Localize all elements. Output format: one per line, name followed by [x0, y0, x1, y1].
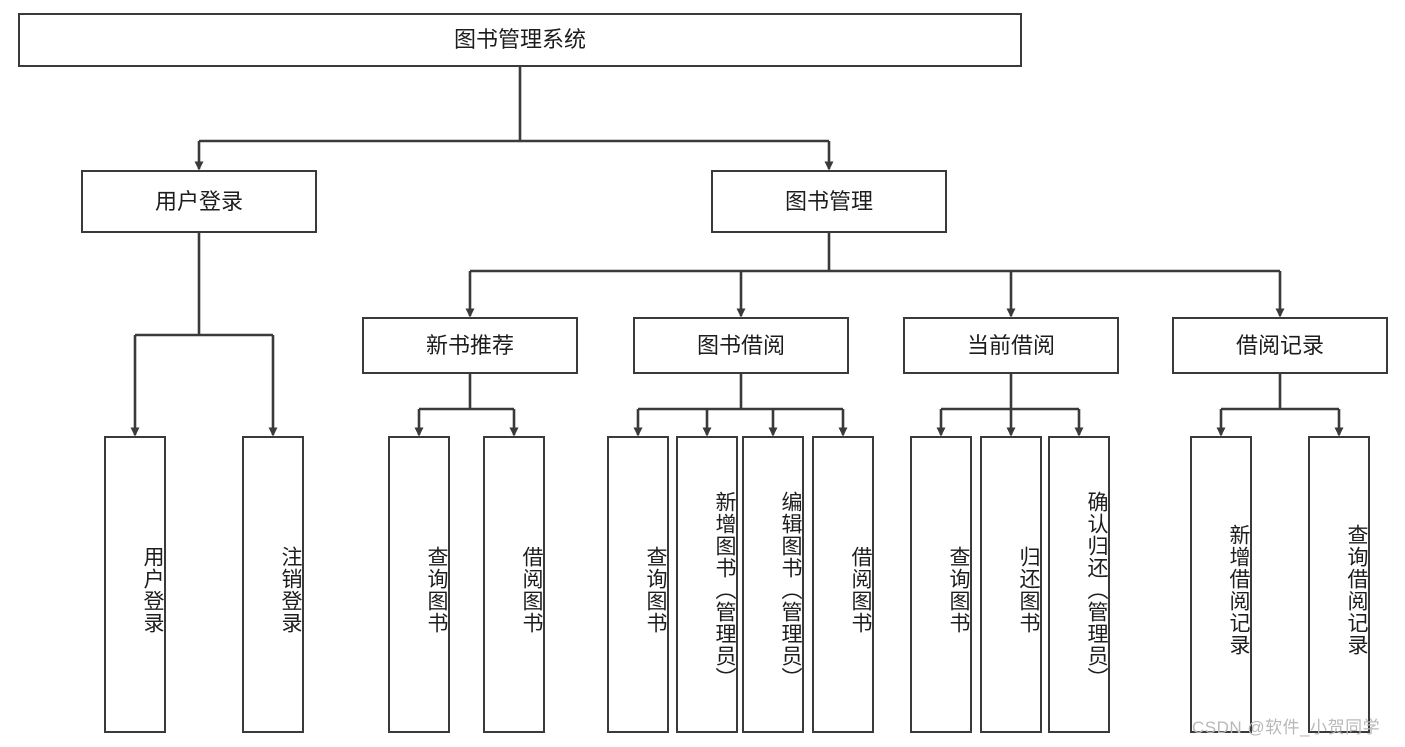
node-label: 图书管理系统	[453, 27, 586, 53]
level3-node-records[interactable]: 借阅记录	[1172, 317, 1388, 374]
level2-node-bookmgmt[interactable]: 图书管理	[711, 170, 947, 233]
node-label: 借阅图书	[520, 545, 543, 634]
node-label: 借阅记录	[1235, 332, 1324, 358]
node-label: 新增图书（管理员）	[713, 490, 736, 689]
leaf-node-leaf-8[interactable]: 借阅图书	[812, 436, 874, 733]
node-label: 图书借阅	[696, 332, 785, 358]
node-label: 查询借阅记录	[1345, 523, 1368, 656]
node-label: 查询图书	[947, 545, 970, 634]
node-label: 查询图书	[644, 545, 667, 634]
leaf-node-leaf-11[interactable]: 确认归还（管理员）	[1048, 436, 1110, 733]
node-label: 图书管理	[784, 188, 873, 214]
level3-node-newbook[interactable]: 新书推荐	[362, 317, 578, 374]
leaf-node-leaf-5[interactable]: 查询图书	[607, 436, 669, 733]
node-label: 归还图书	[1017, 545, 1040, 634]
leaf-node-leaf-13[interactable]: 查询借阅记录	[1308, 436, 1370, 733]
node-label: 借阅图书	[849, 545, 872, 634]
leaf-node-leaf-6[interactable]: 新增图书（管理员）	[676, 436, 738, 733]
node-label: 新增借阅记录	[1227, 523, 1250, 656]
leaf-node-leaf-7[interactable]: 编辑图书（管理员）	[742, 436, 804, 733]
node-label: 用户登录	[141, 545, 164, 634]
node-label: 当前借阅	[966, 332, 1055, 358]
level2-node-login[interactable]: 用户登录	[81, 170, 317, 233]
leaf-node-leaf-1[interactable]: 用户登录	[104, 436, 166, 733]
leaf-node-leaf-3[interactable]: 查询图书	[388, 436, 450, 733]
node-label: 查询图书	[425, 545, 448, 634]
leaf-node-leaf-10[interactable]: 归还图书	[980, 436, 1042, 733]
node-label: 新书推荐	[425, 332, 514, 358]
node-label: 注销登录	[279, 545, 302, 634]
node-label: 用户登录	[154, 188, 243, 214]
root-node-book-management-system[interactable]: 图书管理系统	[18, 13, 1022, 67]
level3-node-current[interactable]: 当前借阅	[903, 317, 1119, 374]
leaf-node-leaf-12[interactable]: 新增借阅记录	[1190, 436, 1252, 733]
level3-node-borrow[interactable]: 图书借阅	[633, 317, 849, 374]
leaf-node-leaf-9[interactable]: 查询图书	[910, 436, 972, 733]
leaf-node-leaf-4[interactable]: 借阅图书	[483, 436, 545, 733]
node-label: 编辑图书（管理员）	[779, 490, 802, 689]
leaf-node-leaf-2[interactable]: 注销登录	[242, 436, 304, 733]
node-label: 确认归还（管理员）	[1085, 490, 1108, 689]
